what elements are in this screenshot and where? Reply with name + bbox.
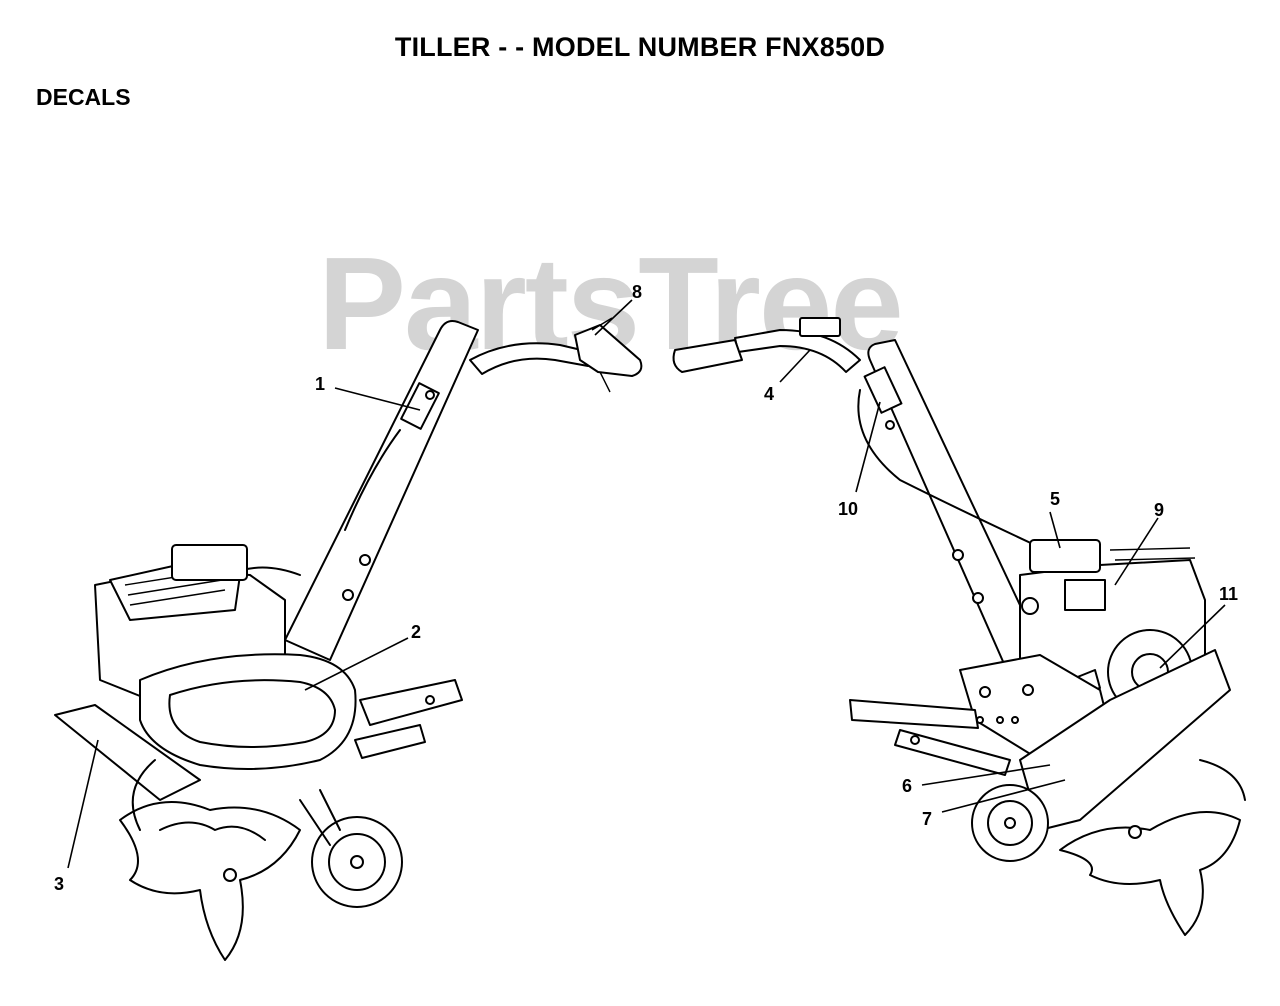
right-tiller-drawing (672, 317, 1246, 936)
callout-3: 3 (54, 874, 64, 894)
left-fuel-tank (171, 544, 248, 581)
callout-10: 10 (838, 499, 858, 519)
left-tines (119, 801, 301, 961)
callout-9: 9 (1154, 500, 1164, 520)
right-handle-bar (734, 329, 861, 373)
right-tines (1059, 811, 1241, 936)
section-heading: DECALS (36, 84, 131, 110)
left-side-shield-decal-3 (54, 704, 201, 801)
callout-2: 2 (411, 622, 421, 642)
callout-6: 6 (902, 776, 912, 796)
left-shield-decal-2 (168, 679, 336, 748)
callout-7: 7 (922, 809, 932, 829)
leader-lines (67, 299, 1226, 869)
callout-5: 5 (1050, 489, 1060, 509)
left-handle-bar (469, 342, 591, 375)
left-handle-upright (284, 320, 479, 661)
left-handle-grip (574, 324, 643, 377)
right-control-lever (799, 317, 841, 337)
left-tiller-drawing (54, 317, 643, 961)
callout-4: 4 (764, 384, 774, 404)
callout-1: 1 (315, 374, 325, 394)
callout-8: 8 (632, 282, 642, 302)
callout-labels: 1 2 3 4 5 6 7 8 9 10 11 (54, 282, 1238, 894)
right-handle-grip (672, 339, 743, 373)
right-handle-upright (867, 339, 1061, 701)
right-fuel-tank-decal-5 (1029, 539, 1101, 573)
callout-11: 11 (1219, 584, 1238, 604)
right-engine-decal-9 (1064, 579, 1106, 611)
right-handle-decal-4 (863, 366, 903, 414)
page-title: TILLER - - MODEL NUMBER FNX850D (394, 32, 886, 62)
